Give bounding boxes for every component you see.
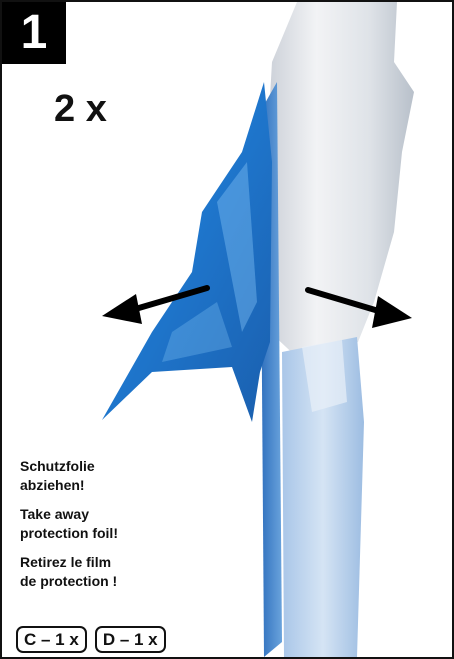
instruction-de: Schutzfolie abziehen! <box>20 457 190 495</box>
quantity-label: 2 x <box>54 88 107 131</box>
instruction-en: Take away protection foil! <box>20 505 190 543</box>
part-tags: C – 1 x D – 1 x <box>16 626 166 653</box>
part-tag-c: C – 1 x <box>16 626 87 653</box>
instruction-fr: Retirez le film de protection ! <box>20 553 190 591</box>
step-number-badge: 1 <box>2 2 66 64</box>
instruction-text: Schutzfolie abziehen! Take away protecti… <box>20 457 190 601</box>
part-tag-d: D – 1 x <box>95 626 166 653</box>
